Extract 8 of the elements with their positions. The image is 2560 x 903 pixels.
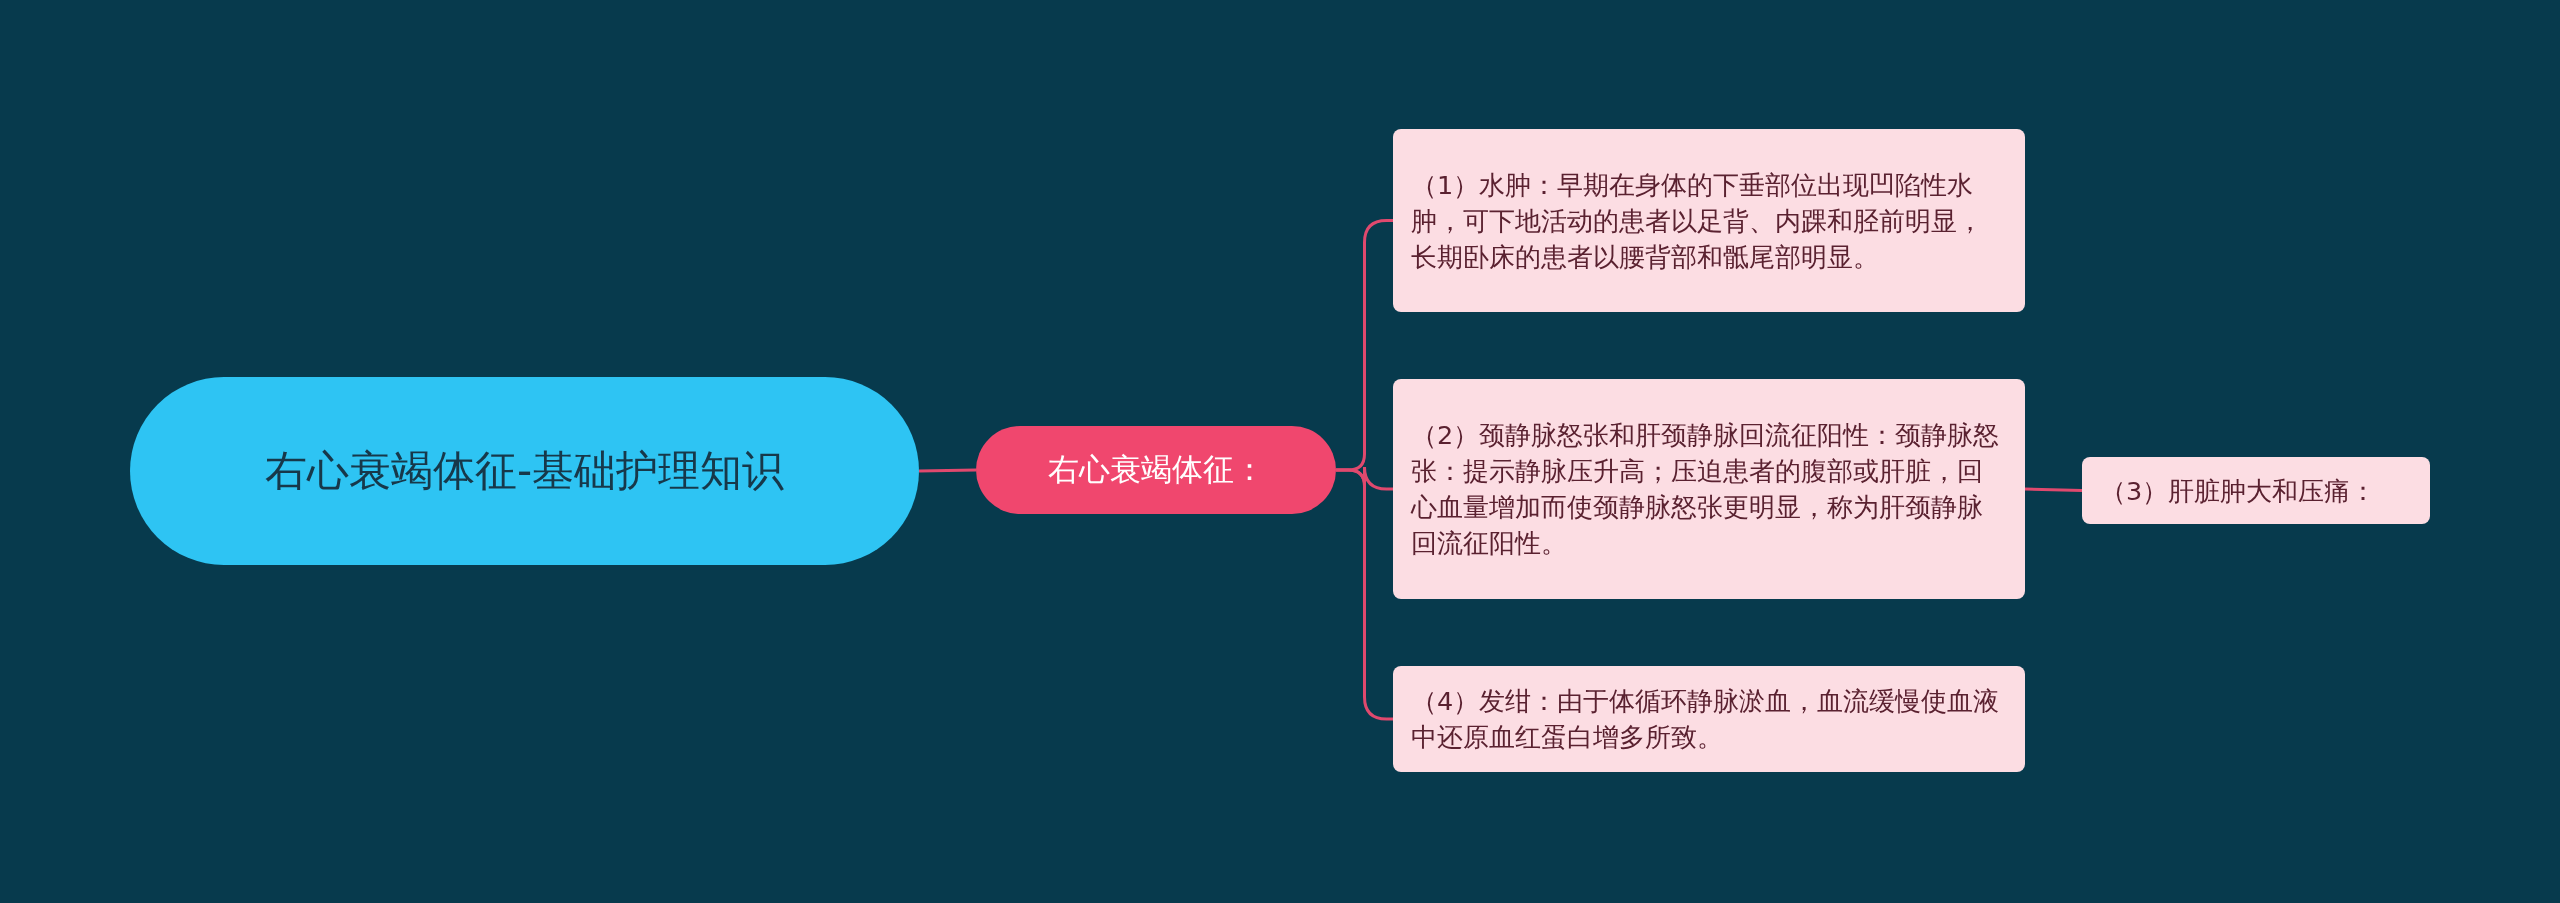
subtopic-pill: 右心衰竭体征： xyxy=(976,426,1336,514)
connector xyxy=(2024,487,2083,492)
note-box: （2）颈静脉怒张和肝颈静脉回流征阳性：颈静脉怒张：提示静脉压升高；压迫患者的腹部或肝脏，回心血量增加而使颈静脉怒张更明显，称为肝颈静脉回流征阳性。 xyxy=(1393,379,2025,599)
note-box: （1）水肿：早期在身体的下垂部位出现凹陷性水肿，可下地活动的患者以足背、内踝和胫前明显，长期卧床的患者以腰背部和骶尾部明显。 xyxy=(1393,129,2025,312)
topic-pill: 右心衰竭体征-基础护理知识 xyxy=(130,377,919,565)
connector xyxy=(918,468,977,473)
note-box: （4）发绀：由于体循环静脉淤血，血流缓慢使血液中还原血红蛋白增多所致。 xyxy=(1393,666,2025,772)
note-box: （3）肝脏肿大和压痛： xyxy=(2082,457,2430,524)
